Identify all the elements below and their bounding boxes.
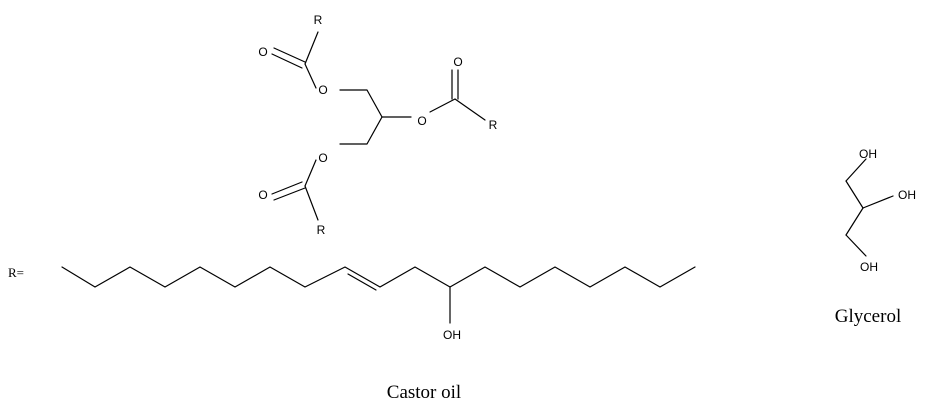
middle-ester-o-to-c [429,98,456,113]
castor-oil-triglyceride: R O O O O R O O R [258,13,497,237]
glycerol-bottom-hydroxyl: OH [860,260,878,274]
chain-hydroxyl-label: OH [443,328,461,342]
middle-ester-oxygen: O [417,114,426,128]
top-ester-o-to-c [304,63,317,89]
castor-oil-caption: Castor oil [387,382,461,403]
top-ester-oxygen: O [318,83,327,97]
glycerol-caption: Glycerol [835,306,901,327]
top-ester-carbonyl-1 [273,47,306,63]
r-definition-label: R= [8,265,24,280]
bottom-ester-carbonyl-1 [273,187,306,201]
glycerol-right-bond [862,195,894,209]
top-ester-r-label: R [314,13,323,27]
r-group-ricinoleic-chain: R= OH [8,265,696,342]
glycerol-upper-bond [845,180,864,209]
bottom-ester-oxygen: O [318,151,327,165]
top-ester-carbonyl-2 [271,53,303,69]
middle-ester-c-to-r [454,98,486,121]
backbone-bond-top [339,89,383,118]
bottom-ester-c-to-r [304,185,319,221]
glycerol-molecule: OH OH OH [845,147,916,274]
backbone-bond-bottom [339,116,383,145]
cis-double-bond-second-line [347,273,377,291]
glycerol-lower-bond [845,207,864,236]
glycerol-top-bond [845,158,867,182]
fatty-acid-chain [61,266,696,288]
glycerol-top-hydroxyl: OH [859,147,877,161]
bottom-ester-o-to-c [304,159,317,187]
glycerol-bottom-bond [845,234,867,257]
bottom-carbonyl-oxygen: O [258,188,267,202]
top-carbonyl-oxygen: O [258,45,267,59]
top-ester-c-to-r [304,31,319,65]
middle-ester-r-label: R [489,118,498,132]
glycerol-middle-hydroxyl: OH [898,188,916,202]
bottom-ester-carbonyl-2 [271,181,303,195]
bottom-ester-r-label: R [317,223,326,237]
middle-carbonyl-oxygen: O [453,55,462,69]
